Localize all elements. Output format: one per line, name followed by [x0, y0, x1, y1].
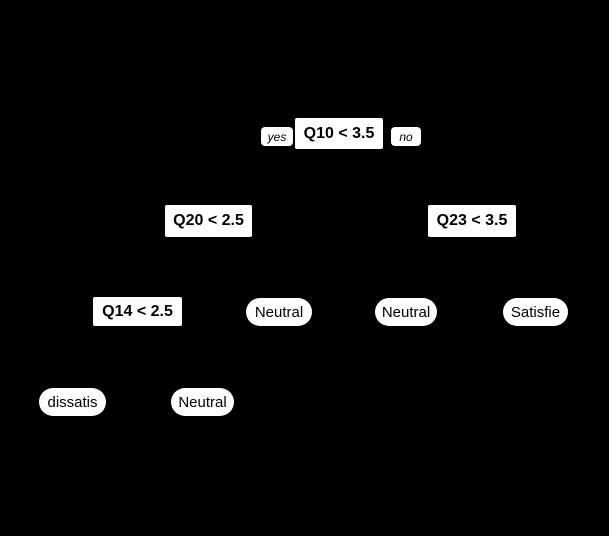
edge-q14-neutral3: [136, 325, 203, 389]
tree-leaf-dissatisfied: dissatis: [39, 388, 106, 416]
tree-leaf-neutral-2: Neutral: [375, 298, 437, 326]
tree-leaf-satisfied: Satisfie: [503, 298, 568, 326]
tree-leaf-neutral-3: Neutral: [171, 388, 234, 416]
edge-label-no: no: [391, 127, 421, 146]
tree-node-q10-split: Q10 < 3.5: [295, 118, 383, 149]
edge-q20-q14: [136, 236, 209, 298]
edge-q10-q23: [338, 148, 473, 206]
edge-q23-neutral2: [405, 236, 473, 299]
edge-label-yes: yes: [261, 127, 293, 146]
tree-node-q23-split: Q23 < 3.5: [428, 205, 516, 237]
edge-q20-neutral1: [207, 236, 280, 299]
edge-q14-dissatisfied: [71, 325, 138, 389]
tree-leaf-neutral-1: Neutral: [246, 298, 312, 326]
edge-q23-satisfied: [471, 236, 536, 299]
tree-node-q14-split: Q14 < 2.5: [93, 297, 182, 326]
tree-node-q20-split: Q20 < 2.5: [165, 205, 252, 237]
edge-q10-q20: [207, 148, 340, 206]
